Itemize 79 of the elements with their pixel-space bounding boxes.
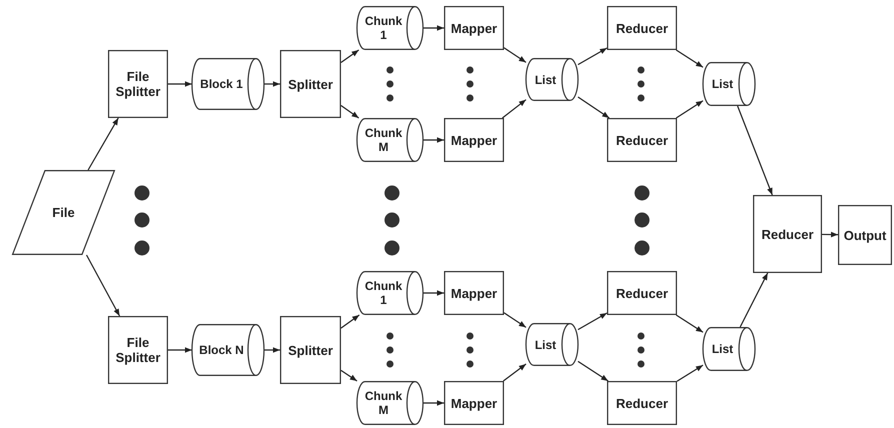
process-box <box>108 50 168 118</box>
arrow <box>740 272 768 328</box>
node-label: File Splitter <box>114 335 162 365</box>
arrow <box>168 81 192 87</box>
storage-cylinder <box>526 58 578 101</box>
process-box <box>753 195 822 273</box>
storage-cylinder <box>192 324 264 376</box>
arrow <box>340 105 360 118</box>
storage-cylinder <box>192 58 264 110</box>
arrow <box>423 290 444 296</box>
node-label: Splitter <box>288 76 333 92</box>
storage-cylinder <box>703 62 755 106</box>
storage-cylinder <box>357 381 423 425</box>
node-label: Reducer <box>616 20 668 36</box>
arrow <box>737 106 773 196</box>
node-label: Reducer <box>616 286 668 300</box>
node-label: Chunk 1 <box>364 14 404 42</box>
process-box <box>280 316 341 384</box>
process-box <box>444 271 504 315</box>
arrow <box>676 100 704 118</box>
arrow <box>88 118 119 170</box>
node-label: Reducer <box>616 396 668 410</box>
node-label: Mapper <box>450 286 498 300</box>
node-label: Mapper <box>450 20 498 36</box>
node-label: Splitter <box>288 342 333 358</box>
arrow <box>578 312 608 330</box>
node-label: Output <box>844 228 886 242</box>
arrow <box>578 96 610 118</box>
storage-cylinder <box>357 118 423 162</box>
node-label: Chunk M <box>364 389 404 417</box>
process-box <box>838 205 892 265</box>
node-label: File Splitter <box>114 69 162 99</box>
arrow <box>423 137 444 143</box>
arrow <box>264 347 280 353</box>
arrow <box>502 99 526 118</box>
arrow <box>578 48 608 66</box>
storage-cylinder <box>357 271 423 315</box>
arrow <box>822 232 838 238</box>
arrow <box>340 314 360 329</box>
node-label: Block 1 <box>200 77 243 91</box>
arrow <box>504 47 526 63</box>
node-label: Reducer <box>616 132 668 148</box>
node-label: File <box>52 205 75 220</box>
process-box <box>444 381 504 425</box>
node-label: Chunk M <box>364 126 404 154</box>
arrow <box>676 50 704 68</box>
arrow <box>423 400 444 406</box>
arrow <box>264 81 280 87</box>
arrow <box>340 50 360 63</box>
storage-cylinder <box>703 327 755 371</box>
node-label: Mapper <box>450 396 498 410</box>
arrow <box>578 360 608 382</box>
process-box <box>607 118 677 162</box>
arrow <box>504 312 526 328</box>
node-label: List <box>534 338 556 352</box>
node-label: Mapper <box>450 132 498 148</box>
process-box <box>108 316 168 384</box>
node-label: List <box>712 342 734 356</box>
process-box <box>607 271 677 315</box>
arrow <box>86 254 120 316</box>
data-parallelogram <box>12 170 115 255</box>
process-box <box>607 6 677 50</box>
arrow <box>168 347 192 353</box>
arrow <box>676 314 704 333</box>
node-label: List <box>712 77 734 91</box>
process-box <box>444 6 504 50</box>
arrow <box>502 364 526 382</box>
node-label: Block N <box>199 343 244 357</box>
arrow <box>423 25 444 31</box>
storage-cylinder <box>357 6 423 50</box>
process-box <box>444 118 504 162</box>
node-label: List <box>534 72 556 86</box>
storage-cylinder <box>526 323 578 366</box>
process-box <box>280 50 341 118</box>
process-box <box>607 381 677 425</box>
node-label: Chunk 1 <box>364 279 404 307</box>
node-label: Reducer <box>761 226 814 242</box>
arrow <box>340 370 358 382</box>
arrow <box>676 364 704 382</box>
